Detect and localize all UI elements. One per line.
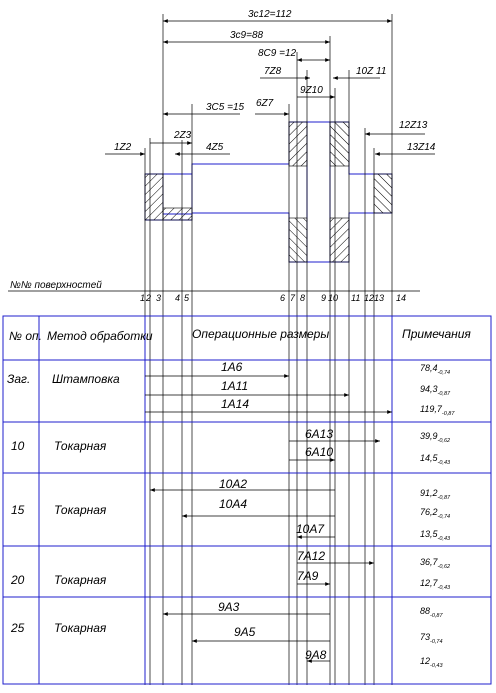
- operational-size-labels: 1А6 1А11 1А14 6А13 6А10 10А2 10А4 10А7 7…: [218, 360, 333, 662]
- surface-number: 5: [184, 293, 190, 303]
- size-label: 10А2: [219, 477, 247, 491]
- note-value: 73-0,74: [420, 632, 443, 645]
- dim-7z8-label: 7Z8: [264, 66, 282, 77]
- size-label: 9А5: [234, 625, 256, 639]
- row-op: 15: [11, 503, 25, 517]
- note-value: 36,7-0,62: [420, 557, 450, 570]
- row-method: Токарная: [54, 621, 107, 635]
- hatch-right: [373, 173, 393, 214]
- note-value: 14,5-0,43: [420, 453, 451, 466]
- note-value: 76,2-0,74: [420, 507, 450, 520]
- size-label: 10А4: [219, 497, 247, 511]
- dim-12z13-label: 12Z13: [399, 120, 428, 131]
- row-method: Токарная: [54, 573, 107, 587]
- note-value: 88-0,87: [420, 606, 443, 619]
- size-label: 7А9: [297, 569, 319, 583]
- hatch-mid-upper-l: [288, 121, 308, 167]
- note-value: 12,7-0,43: [420, 578, 451, 591]
- dim-10z11-label: 10Z 11: [356, 66, 386, 77]
- note-value: 78,4-0,74: [420, 363, 450, 376]
- size-label: 1А11: [221, 379, 248, 393]
- surface-number: 11: [351, 293, 360, 303]
- surface-lines: [144, 14, 393, 685]
- dim-8c9-label: 8С9 =12: [258, 48, 297, 59]
- note-value: 119,7-0,87: [420, 404, 455, 417]
- surface-number: 1: [140, 293, 145, 303]
- dim-4z5-label: 4Z5: [206, 142, 224, 153]
- header-notes: Примечания: [402, 327, 471, 341]
- table-grid: [2, 315, 492, 685]
- size-label: 1А6: [221, 360, 243, 374]
- row-op: 10: [11, 439, 25, 453]
- hatch-mid-lower-r: [329, 217, 350, 263]
- dim-3c9-label: 3с9=88: [230, 30, 264, 41]
- size-label: 10А7: [296, 522, 325, 536]
- operational-size-arrows: [145, 374, 392, 663]
- dim-1z2-label: 1Z2: [114, 142, 132, 153]
- hatch-mid-lower-l: [288, 217, 308, 263]
- dim-13z14-label: 13Z14: [407, 142, 436, 153]
- top-dimensions: [105, 19, 435, 156]
- hatch-left-1: [144, 173, 164, 221]
- top-dimension-labels: 3с12=112 3с9=88 8С9 =12 7Z8 10Z 11 9Z10 …: [114, 9, 436, 153]
- header-op-no: № оп.: [9, 329, 42, 343]
- note-value: 91,2-0,87: [420, 488, 451, 501]
- surface-number: 14: [396, 293, 406, 303]
- row-op: Заг.: [7, 372, 30, 386]
- header-method: Метод обработки: [47, 329, 153, 343]
- surface-number: 8: [300, 293, 305, 303]
- size-label: 6А10: [305, 445, 333, 459]
- row-op: 20: [10, 573, 25, 587]
- size-label: 6А13: [305, 427, 333, 441]
- size-label: 7А12: [297, 549, 325, 563]
- dim-6z7-label: 6Z7: [256, 98, 274, 109]
- dim-3c5-label: 3С5 =15: [206, 102, 245, 113]
- surface-number: 2: [145, 293, 151, 303]
- row-op: 25: [10, 621, 25, 635]
- row-method: Токарная: [54, 503, 107, 517]
- note-value: 12-0,43: [420, 656, 443, 669]
- row-method: Штамповка: [52, 372, 120, 386]
- size-label: 1А14: [221, 397, 249, 411]
- surface-number: 6: [280, 293, 285, 303]
- hatch-mid-upper-r: [329, 121, 350, 167]
- note-value: 39,9-0,62: [420, 431, 450, 444]
- surface-number: 7: [290, 293, 296, 303]
- size-label: 9А3: [218, 600, 240, 614]
- dim-9z10-label: 9Z10: [300, 85, 323, 96]
- dim-2z3-label: 2Z3: [173, 130, 192, 141]
- surface-number: 12: [364, 293, 374, 303]
- size-label: 9А8: [305, 648, 327, 662]
- surface-number: 9: [321, 293, 326, 303]
- surfaces-title: №№ поверхностей: [10, 280, 102, 291]
- dim-3c12-label: 3с12=112: [248, 9, 292, 20]
- notes: 78,4-0,74 94,3-0,87 119,7-0,87 39,9-0,62…: [420, 363, 455, 669]
- bore-mid: [306, 121, 331, 263]
- surface-number: 3: [156, 293, 161, 303]
- note-value: 13,5-0,43: [420, 529, 451, 542]
- hatch-left-2: [162, 207, 193, 221]
- surface-numbers: 1 2 3 4 5 6 7 8 9 10 11 12 13 14: [140, 293, 406, 303]
- surface-number: 10: [328, 293, 338, 303]
- note-value: 94,3-0,87: [420, 384, 451, 397]
- row-method: Токарная: [54, 439, 107, 453]
- header-sizes: Операционные размеры: [192, 327, 329, 341]
- surface-number: 4: [175, 293, 180, 303]
- surface-number: 13: [374, 293, 384, 303]
